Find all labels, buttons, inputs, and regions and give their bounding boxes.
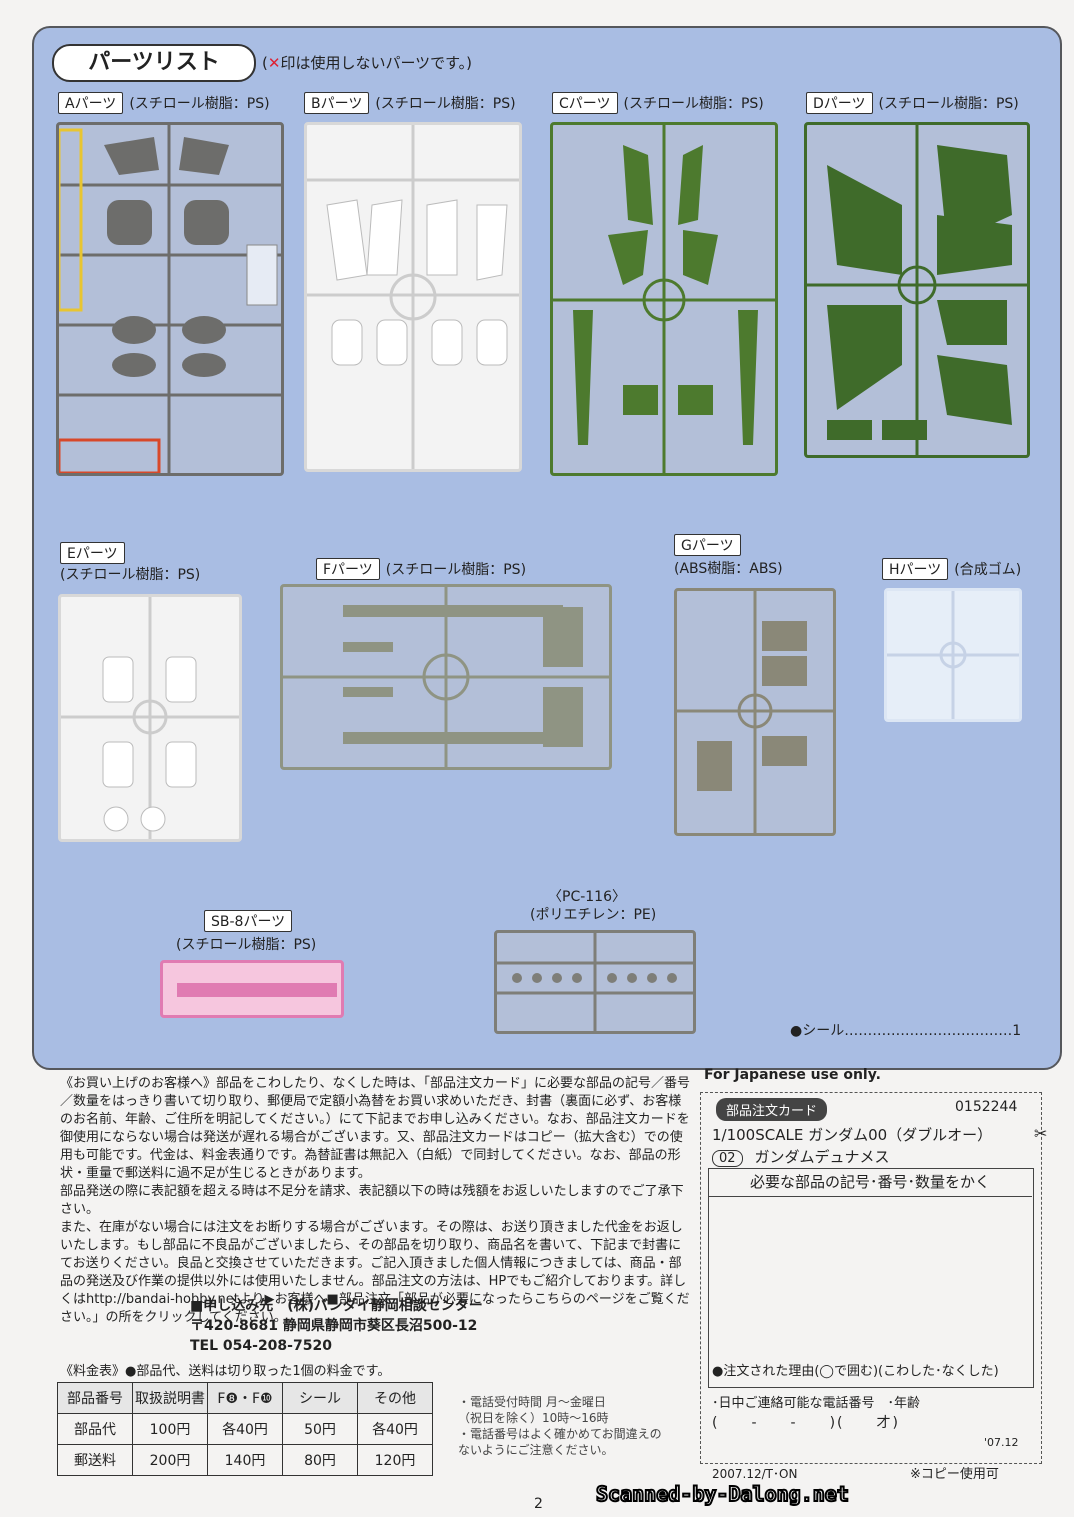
print-code: 2007.12/T･ON [712, 1467, 798, 1481]
sprue-pc-label: 〈PC-116〉 [548, 889, 626, 905]
watermark: Scanned-by-Dalong.net [595, 1481, 850, 1507]
parts-entry-header: 必要な部品の記号･番号･数量をかく [708, 1168, 1032, 1197]
order-paragraph-1: 《お買い上げのお客様へ》部品をこわしたり、なくした時は、「部品注文カード」に必要… [60, 1076, 690, 1181]
sprue-g [674, 588, 836, 836]
fee-header-row: 部品番号 取扱説明書 F❽・F❿ シール その他 [57, 1382, 433, 1414]
parts-entry-field[interactable] [708, 1168, 1034, 1388]
sprue-h [884, 588, 1022, 722]
order-paragraph-3: また、在庫がない場合には注文をお断りする場合がございます。その際は、お送り頂きま… [60, 1220, 690, 1325]
sprue-g-label: Gパーツ [674, 534, 747, 556]
sprue-b [304, 122, 522, 472]
sprue-sb8-label: SB-8パーツ [204, 910, 298, 932]
copy-allowed-note: ※コピー使用可 [910, 1467, 999, 1482]
sprue-sb8 [160, 960, 344, 1018]
contact-tel: TEL 054-208-7520 [190, 1338, 332, 1354]
sprue-b-label: Bパーツ(スチロール樹脂：PS) [304, 92, 516, 114]
card-date: '07.12 [984, 1436, 1019, 1449]
sprue-f-label: Fパーツ(スチロール樹脂：PS) [316, 558, 526, 580]
sprue-pc116 [494, 930, 696, 1034]
sprue-e-label: Eパーツ [60, 542, 131, 564]
contact-name: ■申し込み先 (株)バンダイ静岡相談センター [190, 1298, 483, 1314]
sprue-f [280, 584, 612, 770]
sprue-pc-material: (ポリエチレン：PE) [530, 907, 657, 923]
sprue-d [804, 122, 1030, 458]
fee-caption: 《料金表》●部品代、送料は切り取った1個の料金です。 [60, 1364, 391, 1379]
sprue-e [58, 594, 242, 842]
sprue-g-material: (ABS樹脂：ABS) [674, 561, 783, 577]
sprue-e-material: (スチロール樹脂：PS) [60, 567, 201, 583]
sprue-c [550, 122, 778, 476]
sprue-d-label: Dパーツ(スチロール樹脂：PS) [806, 92, 1019, 114]
page-title: パーツリスト [52, 44, 256, 82]
fee-row: 郵送料 200円 140円 80円 120円 [57, 1444, 433, 1476]
model-scale: 1/100SCALE ガンダム00（ダブルオー） [712, 1126, 993, 1144]
order-card [700, 1092, 1042, 1464]
order-reason: ●注文された理由(◯で囲む)(こわした･なくした) [712, 1364, 999, 1379]
japanese-use-only: For Japanese use only. [704, 1067, 881, 1083]
contact-info: ■申し込み先 (株)バンダイ静岡相談センター 〒420-8681 静岡県静岡市葵… [190, 1296, 483, 1356]
contact-address: 〒420-8681 静岡県静岡市葵区長沼500-12 [190, 1318, 478, 1334]
sprue-sb8-material: (スチロール樹脂：PS) [176, 937, 317, 953]
sprue-h-label: Hパーツ(合成ゴム) [882, 558, 1021, 580]
phone-age-label: ･日中ご連絡可能な電話番号 ･年齢 [712, 1396, 921, 1411]
sprue-a-label: Aパーツ(スチロール樹脂：PS) [58, 92, 270, 114]
order-instructions: 《お買い上げのお客様へ》部品をこわしたり、なくした時は、「部品注文カード」に必要… [60, 1075, 690, 1327]
phone-age-field[interactable]: ( - - )( 才) [712, 1415, 900, 1431]
order-card-code: 0152244 [955, 1099, 1018, 1115]
fee-table: 部品番号 取扱説明書 F❽・F❿ シール その他 部品代 100円 各40円 5… [57, 1382, 433, 1476]
page-number: 2 [534, 1496, 543, 1512]
title-note: (✕印は使用しないパーツです。) [262, 54, 472, 72]
sprue-a [56, 122, 284, 476]
scissors-icon: ✂ [1034, 1124, 1048, 1143]
order-card-tag: 部品注文カード [716, 1098, 828, 1121]
not-used-mark: ✕ [267, 54, 281, 72]
fee-row: 部品代 100円 各40円 50円 各40円 [57, 1413, 433, 1445]
order-paragraph-2: 部品発送の際に表記額を超える時は不足分を請求、表記額以下の時は残額をお返しいたし… [60, 1184, 684, 1217]
phone-hours-note: ・電話受付時間 月〜金曜日 （祝日を除く）10時〜16時 ・電話番号はよく確かめ… [458, 1395, 662, 1457]
seal-count: ●シール………………………………1 [790, 1023, 1022, 1039]
sprue-c-label: Cパーツ(スチロール樹脂：PS) [552, 92, 764, 114]
